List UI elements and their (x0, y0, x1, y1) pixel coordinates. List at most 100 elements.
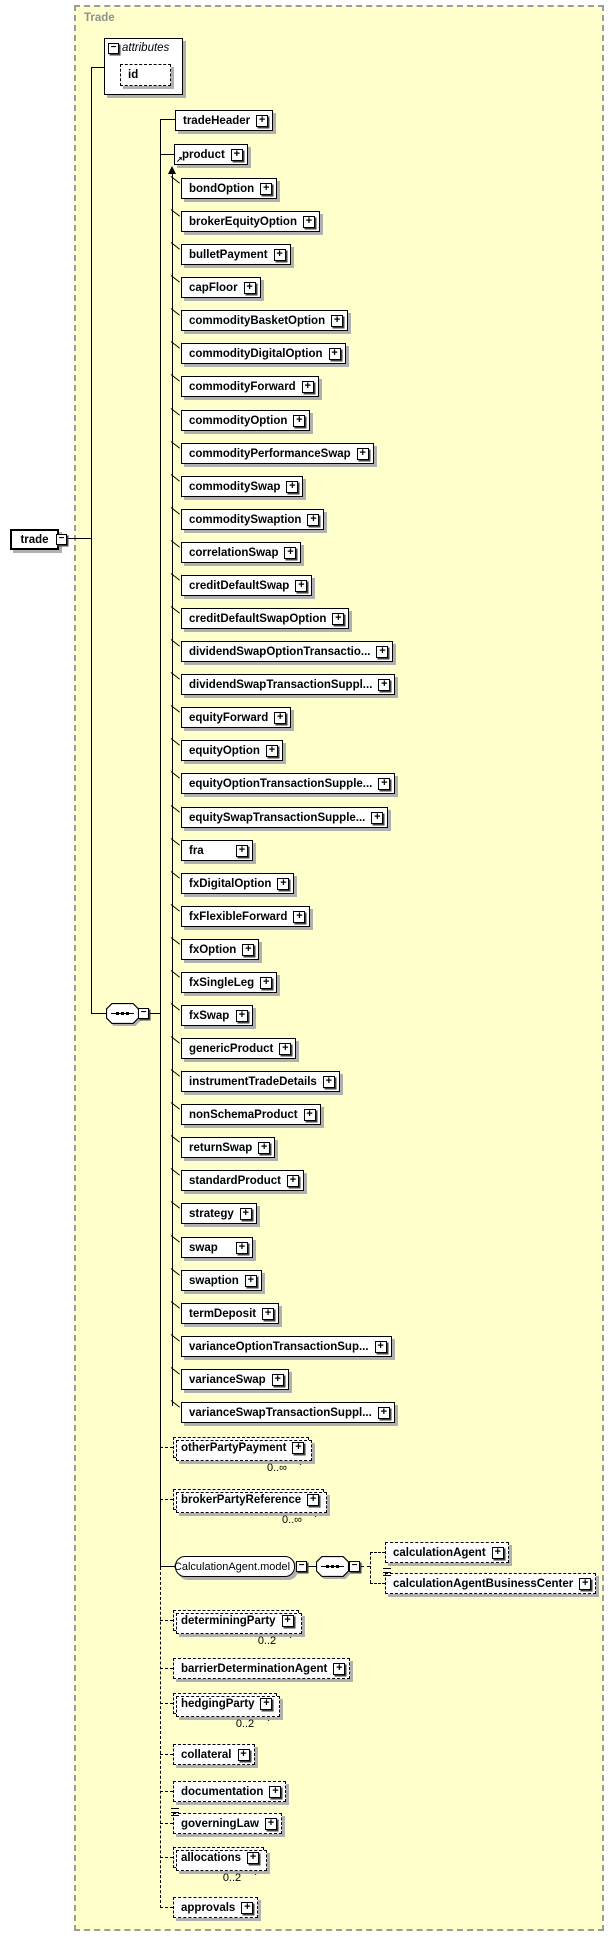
expand-icon[interactable]: + (260, 182, 273, 195)
expand-icon[interactable]: + (239, 1207, 252, 1220)
expand-icon[interactable]: + (293, 910, 306, 923)
expand-icon[interactable]: + (371, 811, 384, 824)
element-box[interactable]: equitySwapTransactionSupple...+ (181, 807, 389, 828)
element-product[interactable]: product+↗ (174, 144, 248, 165)
element-box[interactable]: collateral+ (173, 1744, 255, 1765)
expand-icon[interactable]: + (236, 1009, 248, 1022)
expand-icon[interactable]: + (262, 1307, 275, 1320)
element-box[interactable]: fxDigitalOption+ (181, 873, 295, 894)
element-tradeheader[interactable]: tradeHeader+ (175, 110, 274, 131)
root-element-trade[interactable]: trade (10, 529, 59, 550)
element-box[interactable]: dividendSwapOptionTransactio...+ (181, 641, 394, 662)
expand-icon[interactable]: + (258, 1141, 271, 1154)
expand-icon[interactable]: + (378, 678, 391, 691)
expand-icon[interactable]: + (230, 148, 243, 161)
element-box[interactable]: fxFlexibleForward+ (181, 906, 311, 927)
expand-icon[interactable]: + (301, 380, 314, 393)
expand-icon[interactable]: + (302, 215, 315, 228)
element-box[interactable]: swap+ (181, 1237, 253, 1258)
expand-icon[interactable]: + (295, 579, 308, 592)
element-box[interactable]: nonSchemaProduct+ (181, 1104, 321, 1125)
element-box[interactable]: governingLaw+ (171, 1808, 282, 1834)
element-box[interactable]: bulletPayment+ (181, 244, 291, 265)
element-box[interactable]: commodityOption+ (181, 410, 311, 431)
element-box[interactable]: barrierDeterminationAgent+ (173, 1658, 351, 1679)
element-box[interactable]: varianceSwapTransactionSuppl...+ (181, 1402, 395, 1423)
expand-icon[interactable]: + (491, 1546, 504, 1559)
element-box[interactable]: dividendSwapTransactionSuppl...+ (181, 674, 396, 695)
expand-icon[interactable]: + (265, 744, 278, 757)
element-box[interactable]: commodityBasketOption+ (181, 310, 349, 331)
expand-icon[interactable]: + (236, 1241, 248, 1254)
expand-icon[interactable]: + (307, 513, 320, 526)
expand-icon[interactable]: + (376, 645, 389, 658)
element-box[interactable]: brokerEquityOption+ (181, 211, 320, 232)
element-box[interactable]: commodityPerformanceSwap+ (181, 443, 374, 464)
element-box[interactable]: creditDefaultSwapOption+ (181, 608, 350, 629)
expand-icon[interactable]: + (237, 1748, 250, 1761)
element-box[interactable]: otherPartyPayment+ (173, 1437, 313, 1461)
expand-icon[interactable]: + (331, 314, 344, 327)
element-box[interactable]: approvals+ (173, 1897, 259, 1918)
element-box[interactable]: hedgingParty+ (173, 1693, 281, 1717)
element-box[interactable]: instrumentTradeDetails+ (181, 1071, 340, 1092)
element-box[interactable]: equityForward+ (181, 707, 292, 728)
expand-icon[interactable]: + (286, 480, 299, 493)
expand-icon[interactable]: + (332, 612, 345, 625)
element-box[interactable]: determiningParty+ (173, 1610, 302, 1634)
expand-icon[interactable]: + (271, 1373, 284, 1386)
element-calculationagentbusinesscenter[interactable]: calculationAgentBusinessCenter+ (383, 1568, 597, 1594)
attribute-id-box[interactable]: id (120, 64, 171, 86)
expand-icon[interactable]: + (256, 114, 269, 127)
element-box[interactable]: genericProduct+ (181, 1038, 297, 1059)
element-box[interactable]: varianceOptionTransactionSup...+ (181, 1336, 392, 1357)
element-box[interactable]: equityOption+ (181, 740, 283, 761)
element-box[interactable]: capFloor+ (181, 277, 261, 298)
expand-icon[interactable]: + (273, 248, 286, 261)
expand-icon[interactable]: + (322, 1075, 335, 1088)
collapse-icon[interactable]: − (56, 534, 67, 545)
element-box[interactable]: commodityForward+ (181, 376, 319, 397)
expand-icon[interactable]: + (374, 1340, 387, 1353)
expand-icon[interactable]: + (241, 1901, 254, 1914)
expand-icon[interactable]: + (287, 1174, 300, 1187)
expand-icon[interactable]: + (579, 1577, 592, 1590)
expand-icon[interactable]: + (356, 447, 369, 460)
expand-icon[interactable]: + (303, 1108, 316, 1121)
expand-icon[interactable]: + (281, 1614, 294, 1627)
element-box[interactable]: correlationSwap+ (181, 542, 302, 563)
collapse-icon[interactable]: − (138, 1008, 149, 1019)
sequence-compositor-icon[interactable] (105, 1002, 140, 1025)
element-box[interactable]: varianceSwap+ (181, 1369, 289, 1390)
expand-icon[interactable]: + (260, 976, 273, 989)
collapse-icon[interactable]: − (296, 1561, 307, 1572)
element-box[interactable]: brokerPartyReference+ (173, 1489, 328, 1513)
element-box[interactable]: termDeposit+ (181, 1303, 280, 1324)
element-box[interactable]: creditDefaultSwap+ (181, 575, 313, 596)
expand-icon[interactable]: + (279, 1042, 292, 1055)
element-box[interactable]: allocations+ (173, 1847, 268, 1871)
model-group-calculationagent[interactable]: CalculationAgent.model (174, 1556, 295, 1577)
expand-icon[interactable]: + (244, 1274, 257, 1287)
element-box[interactable]: commoditySwaption+ (181, 509, 325, 530)
expand-icon[interactable]: + (269, 1785, 282, 1798)
element-box[interactable]: fxSwap+ (181, 1005, 253, 1026)
expand-icon[interactable]: + (307, 1493, 320, 1506)
expand-icon[interactable]: + (292, 1441, 305, 1454)
expand-icon[interactable]: + (378, 777, 391, 790)
expand-icon[interactable]: + (243, 281, 256, 294)
expand-icon[interactable]: + (274, 711, 287, 724)
element-box[interactable]: strategy+ (181, 1203, 257, 1224)
expand-icon[interactable]: + (328, 347, 341, 360)
element-box[interactable]: commodityDigitalOption+ (181, 343, 346, 364)
element-box[interactable]: fxOption+ (181, 939, 260, 960)
sequence-compositor-icon[interactable] (315, 1555, 350, 1578)
expand-icon[interactable]: + (247, 1851, 260, 1864)
expand-icon[interactable]: + (293, 414, 306, 427)
expand-icon[interactable]: + (236, 844, 248, 857)
element-box[interactable]: fxSingleLeg+ (181, 972, 278, 993)
element-box[interactable]: swaption+ (181, 1270, 262, 1291)
expand-icon[interactable]: + (277, 877, 290, 890)
expand-icon[interactable]: + (242, 943, 255, 956)
element-calculationagent[interactable]: calculationAgent+ (385, 1542, 509, 1563)
